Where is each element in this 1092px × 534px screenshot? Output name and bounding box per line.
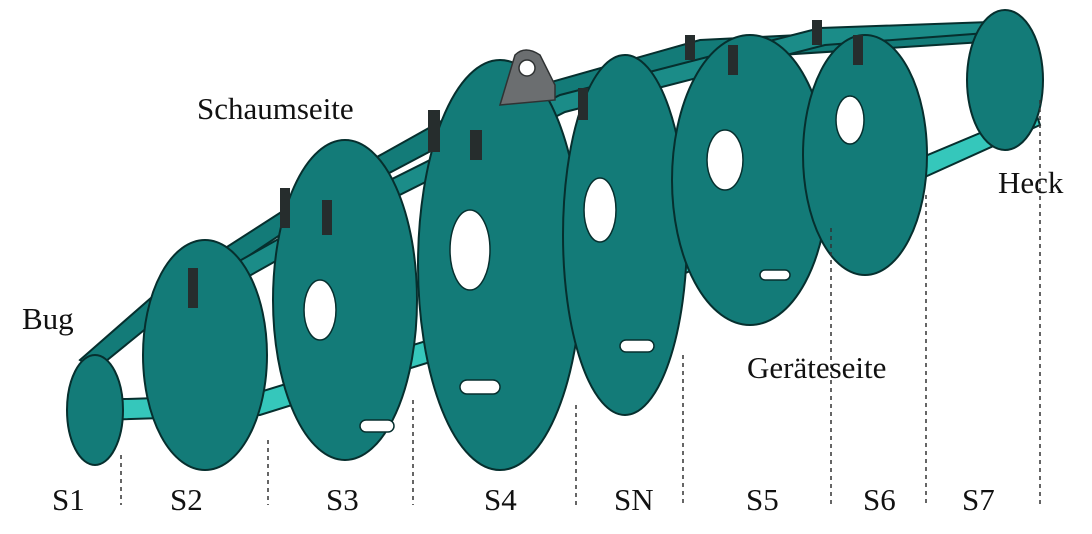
section-label-s7: S7: [962, 482, 995, 517]
section-label-s6: S6: [863, 482, 896, 517]
bulkhead-s1: [66, 354, 124, 466]
section-label-s5: S5: [746, 482, 779, 517]
section-label-sn: SN: [614, 482, 654, 517]
section-label-s2: S2: [170, 482, 203, 517]
brackets: [188, 20, 863, 308]
section-label-s4: S4: [484, 482, 517, 517]
label-bow: Bug: [22, 301, 74, 336]
section-label-s3: S3: [326, 482, 359, 517]
lifting-lug: [498, 49, 556, 106]
bulkhead-s4: [417, 59, 583, 471]
section-label-s1: S1: [52, 482, 85, 517]
lifting-lug-hole: [518, 59, 536, 77]
label-foam-side: Schaumseite: [197, 91, 354, 126]
label-stern: Heck: [998, 165, 1064, 200]
bulkhead-s7: [966, 9, 1044, 151]
bulkhead-s6: [802, 34, 928, 276]
label-device-side: Geräteseite: [747, 350, 887, 385]
section-boundaries: [120, 100, 1041, 505]
bulkhead-s3: [272, 139, 418, 461]
lightening-holes: [303, 95, 865, 433]
bulkhead-s2: [142, 239, 268, 471]
